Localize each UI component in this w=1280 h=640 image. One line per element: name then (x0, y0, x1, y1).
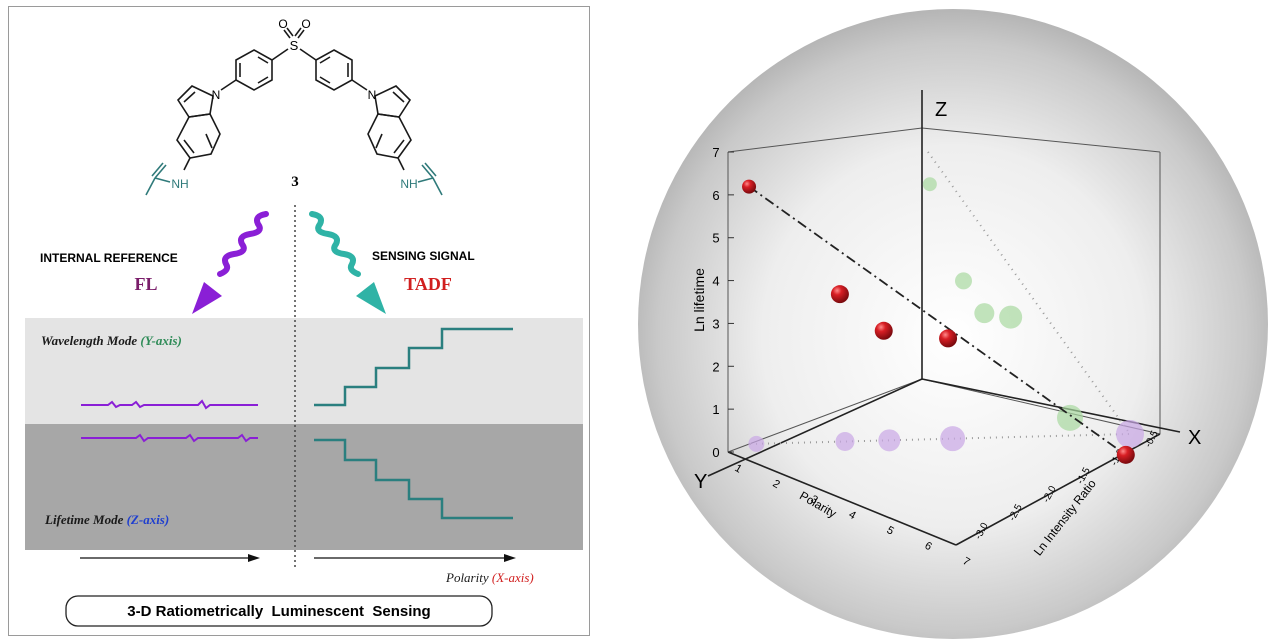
z-axis-title: Ln lifetime (691, 268, 707, 332)
internal-reference-label: INTERNAL REFERENCE (40, 251, 178, 265)
fl-wavelength-trace (81, 399, 258, 410)
nitrogen-label-right: N (368, 88, 377, 102)
bottom-caption-box (65, 595, 493, 627)
z-tick-label: 0 (712, 445, 719, 460)
sphere-background (638, 9, 1268, 639)
data-point (1116, 445, 1135, 464)
tadf-wavelength-steps (314, 327, 513, 407)
data-point (874, 321, 893, 340)
y-tick-label: 4 (847, 509, 858, 522)
data-points (742, 179, 1135, 464)
projection-point-violet (748, 435, 765, 452)
y-axis-letter: Y (694, 471, 707, 493)
tadf-lifetime-steps (314, 438, 513, 520)
fl-squiggle-arrow (217, 211, 269, 277)
tadf-squiggle-arrow (309, 211, 361, 277)
amide-nh-right: NH (400, 177, 417, 191)
polarity-axis-arrowhead (504, 554, 516, 562)
amide-nh-left: NH (171, 177, 188, 191)
projection-point-green (922, 177, 937, 192)
z-tick-label: 4 (712, 274, 719, 289)
z-tick-label: 1 (712, 402, 719, 417)
fl-label: FL (134, 274, 157, 294)
data-point (939, 329, 958, 348)
wavelength-mode-label: Wavelength Mode (Y-axis) (41, 333, 182, 348)
compound-number: 3 (291, 174, 299, 190)
polarity-label: Polarity (X-axis) (445, 570, 534, 585)
z-axis-letter: Z (935, 99, 947, 121)
oxygen-label-right: O (301, 17, 310, 31)
y-tick-label: 3 (809, 493, 820, 506)
y-axis-ticks: 1 2 3 4 5 6 7 (733, 462, 972, 568)
y-tick-label: 7 (961, 555, 972, 568)
projection-points (748, 151, 1144, 452)
sulfur-label: S (290, 38, 299, 53)
tadf-label: TADF (404, 274, 452, 294)
bottom-caption-text: 3-D Ratiometrically Luminescent Sensing (127, 603, 430, 620)
oxygen-label-left: O (278, 17, 287, 31)
z-tick-label: 5 (712, 231, 719, 246)
projection-point-green (999, 305, 1023, 329)
fit-line (748, 185, 1127, 456)
projection-point-green (974, 303, 995, 324)
nitrogen-label-left: N (212, 88, 221, 102)
projection-point-violet (835, 432, 855, 451)
mechanism-diagram: S O O N N NH NH 3 INTERNAL REFERENCE FL … (25, 17, 583, 627)
lifetime-band (25, 424, 583, 550)
projection-point-violet (878, 429, 901, 452)
z-tick-label: 7 (712, 145, 719, 160)
z-tick-label: 3 (712, 316, 719, 331)
fl-lifetime-trace (81, 433, 258, 443)
y-tick-label: 5 (885, 524, 896, 537)
z-tick-label: 6 (712, 188, 719, 203)
y-tick-label: 2 (771, 478, 782, 491)
x-axis-letter: X (1188, 427, 1201, 449)
left-axis-arrowhead (248, 554, 260, 562)
data-point (830, 285, 849, 304)
sensing-signal-label: SENSING SIGNAL (372, 249, 475, 263)
3d-scatter-chart: Z X Y Ln lifetime Polarity Ln Intensity … (638, 9, 1268, 639)
projection-point-green (955, 272, 972, 290)
projection-point-violet (940, 426, 966, 452)
data-point (742, 179, 757, 194)
molecule-structure (145, 27, 443, 196)
z-tick-label: 2 (712, 359, 719, 374)
fl-arrowhead (192, 282, 222, 314)
y-tick-label: 6 (923, 540, 934, 553)
projection-point-violet (1116, 420, 1144, 448)
tadf-arrowhead (356, 282, 386, 314)
y-tick-label: 1 (733, 462, 744, 475)
z-axis-ticks: 0 1 2 3 4 5 6 7 (712, 145, 734, 460)
lifetime-mode-label: Lifetime Mode (Z-axis) (44, 512, 169, 527)
left-panel (8, 6, 590, 636)
